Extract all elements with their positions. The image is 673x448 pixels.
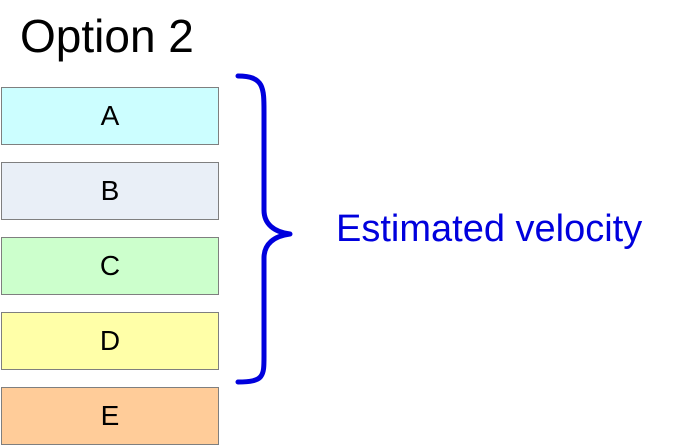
curly-brace-icon: [235, 73, 293, 385]
block-label: C: [99, 250, 121, 281]
curly-brace-path: [235, 73, 293, 385]
diagram-title: Option 2: [20, 10, 194, 62]
block-label: A: [100, 100, 120, 131]
block-a: A: [1, 87, 219, 145]
block-c: C: [1, 237, 219, 295]
brace-label: Estimated velocity: [336, 208, 643, 250]
block-label: E: [100, 400, 120, 431]
block-label: B: [100, 175, 120, 206]
block-label: D: [99, 325, 121, 356]
block-b: B: [1, 162, 219, 220]
block-d: D: [1, 312, 219, 370]
block-e: E: [1, 387, 219, 445]
